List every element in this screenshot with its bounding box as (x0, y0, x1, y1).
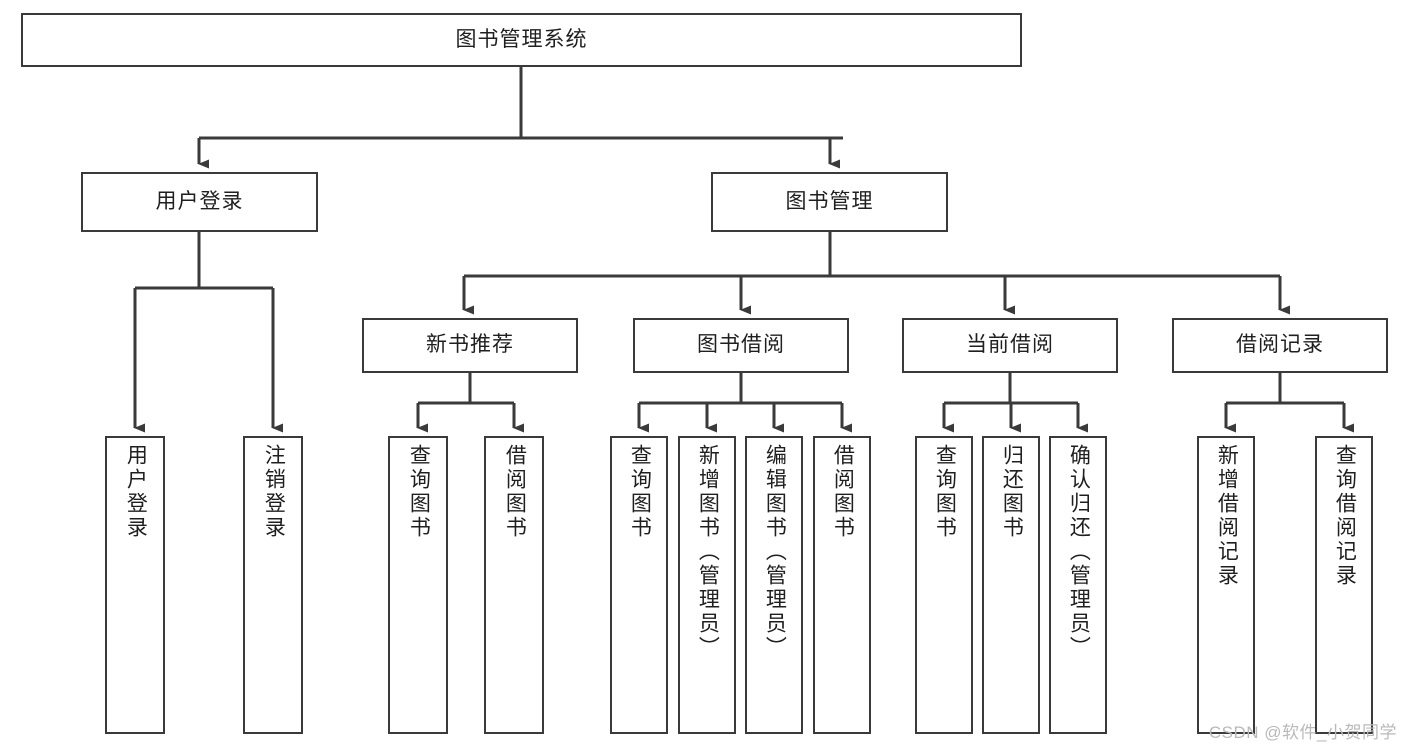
node-leaf-return-book-label: 归还图书 (1000, 444, 1024, 540)
node-leaf-query-book-recommend-label: 查询图书 (407, 444, 431, 540)
node-root-label: 图书管理系统 (455, 27, 588, 51)
node-leaf-logout[interactable]: 注销登录 (243, 436, 303, 734)
node-leaf-edit-book-label: 编辑图书（管理员） (763, 444, 787, 660)
node-leaf-query-book-borrow[interactable]: 查询图书 (610, 436, 668, 734)
node-root[interactable]: 图书管理系统 (21, 13, 1022, 67)
node-leaf-add-book-label: 新增图书（管理员） (696, 444, 720, 660)
node-user-login[interactable]: 用户登录 (81, 172, 318, 232)
node-book-manage-label: 图书管理 (785, 189, 874, 213)
node-leaf-query-book-borrow-label: 查询图书 (628, 444, 652, 540)
node-leaf-add-borrow-record[interactable]: 新增借阅记录 (1197, 436, 1255, 734)
node-leaf-query-borrow-record-label: 查询借阅记录 (1333, 444, 1357, 588)
node-leaf-query-borrow-record[interactable]: 查询借阅记录 (1315, 436, 1373, 734)
node-new-book-recommend[interactable]: 新书推荐 (362, 318, 578, 373)
node-leaf-edit-book[interactable]: 编辑图书（管理员） (745, 436, 803, 734)
node-leaf-logout-label: 注销登录 (262, 444, 286, 540)
node-leaf-confirm-return[interactable]: 确认归还（管理员） (1049, 436, 1107, 734)
node-current-borrow-label: 当前借阅 (966, 333, 1054, 357)
node-borrow-record-label: 借阅记录 (1236, 333, 1324, 357)
node-leaf-add-borrow-record-label: 新增借阅记录 (1215, 444, 1239, 588)
node-leaf-confirm-return-label: 确认归还（管理员） (1067, 444, 1091, 660)
node-user-login-label: 用户登录 (155, 189, 244, 213)
node-leaf-query-book-recommend[interactable]: 查询图书 (388, 436, 448, 734)
node-new-book-recommend-label: 新书推荐 (426, 333, 514, 357)
node-book-borrow[interactable]: 图书借阅 (633, 318, 849, 373)
node-leaf-borrow-book[interactable]: 借阅图书 (813, 436, 871, 734)
node-leaf-borrow-book-recommend-label: 借阅图书 (503, 444, 527, 540)
node-leaf-return-book[interactable]: 归还图书 (982, 436, 1040, 734)
node-leaf-query-book-current-label: 查询图书 (933, 444, 957, 540)
node-leaf-user-login-label: 用户登录 (124, 444, 148, 540)
node-leaf-query-book-current[interactable]: 查询图书 (915, 436, 973, 734)
node-current-borrow[interactable]: 当前借阅 (902, 318, 1118, 373)
node-book-borrow-label: 图书借阅 (697, 333, 785, 357)
node-borrow-record[interactable]: 借阅记录 (1172, 318, 1388, 373)
node-leaf-add-book[interactable]: 新增图书（管理员） (678, 436, 736, 734)
node-book-manage[interactable]: 图书管理 (711, 172, 948, 232)
csdn-watermark: CSDN @软件_小贺同学 (1208, 723, 1397, 742)
node-leaf-borrow-book-recommend[interactable]: 借阅图书 (484, 436, 544, 734)
node-leaf-user-login[interactable]: 用户登录 (105, 436, 165, 734)
node-leaf-borrow-book-label: 借阅图书 (831, 444, 855, 540)
